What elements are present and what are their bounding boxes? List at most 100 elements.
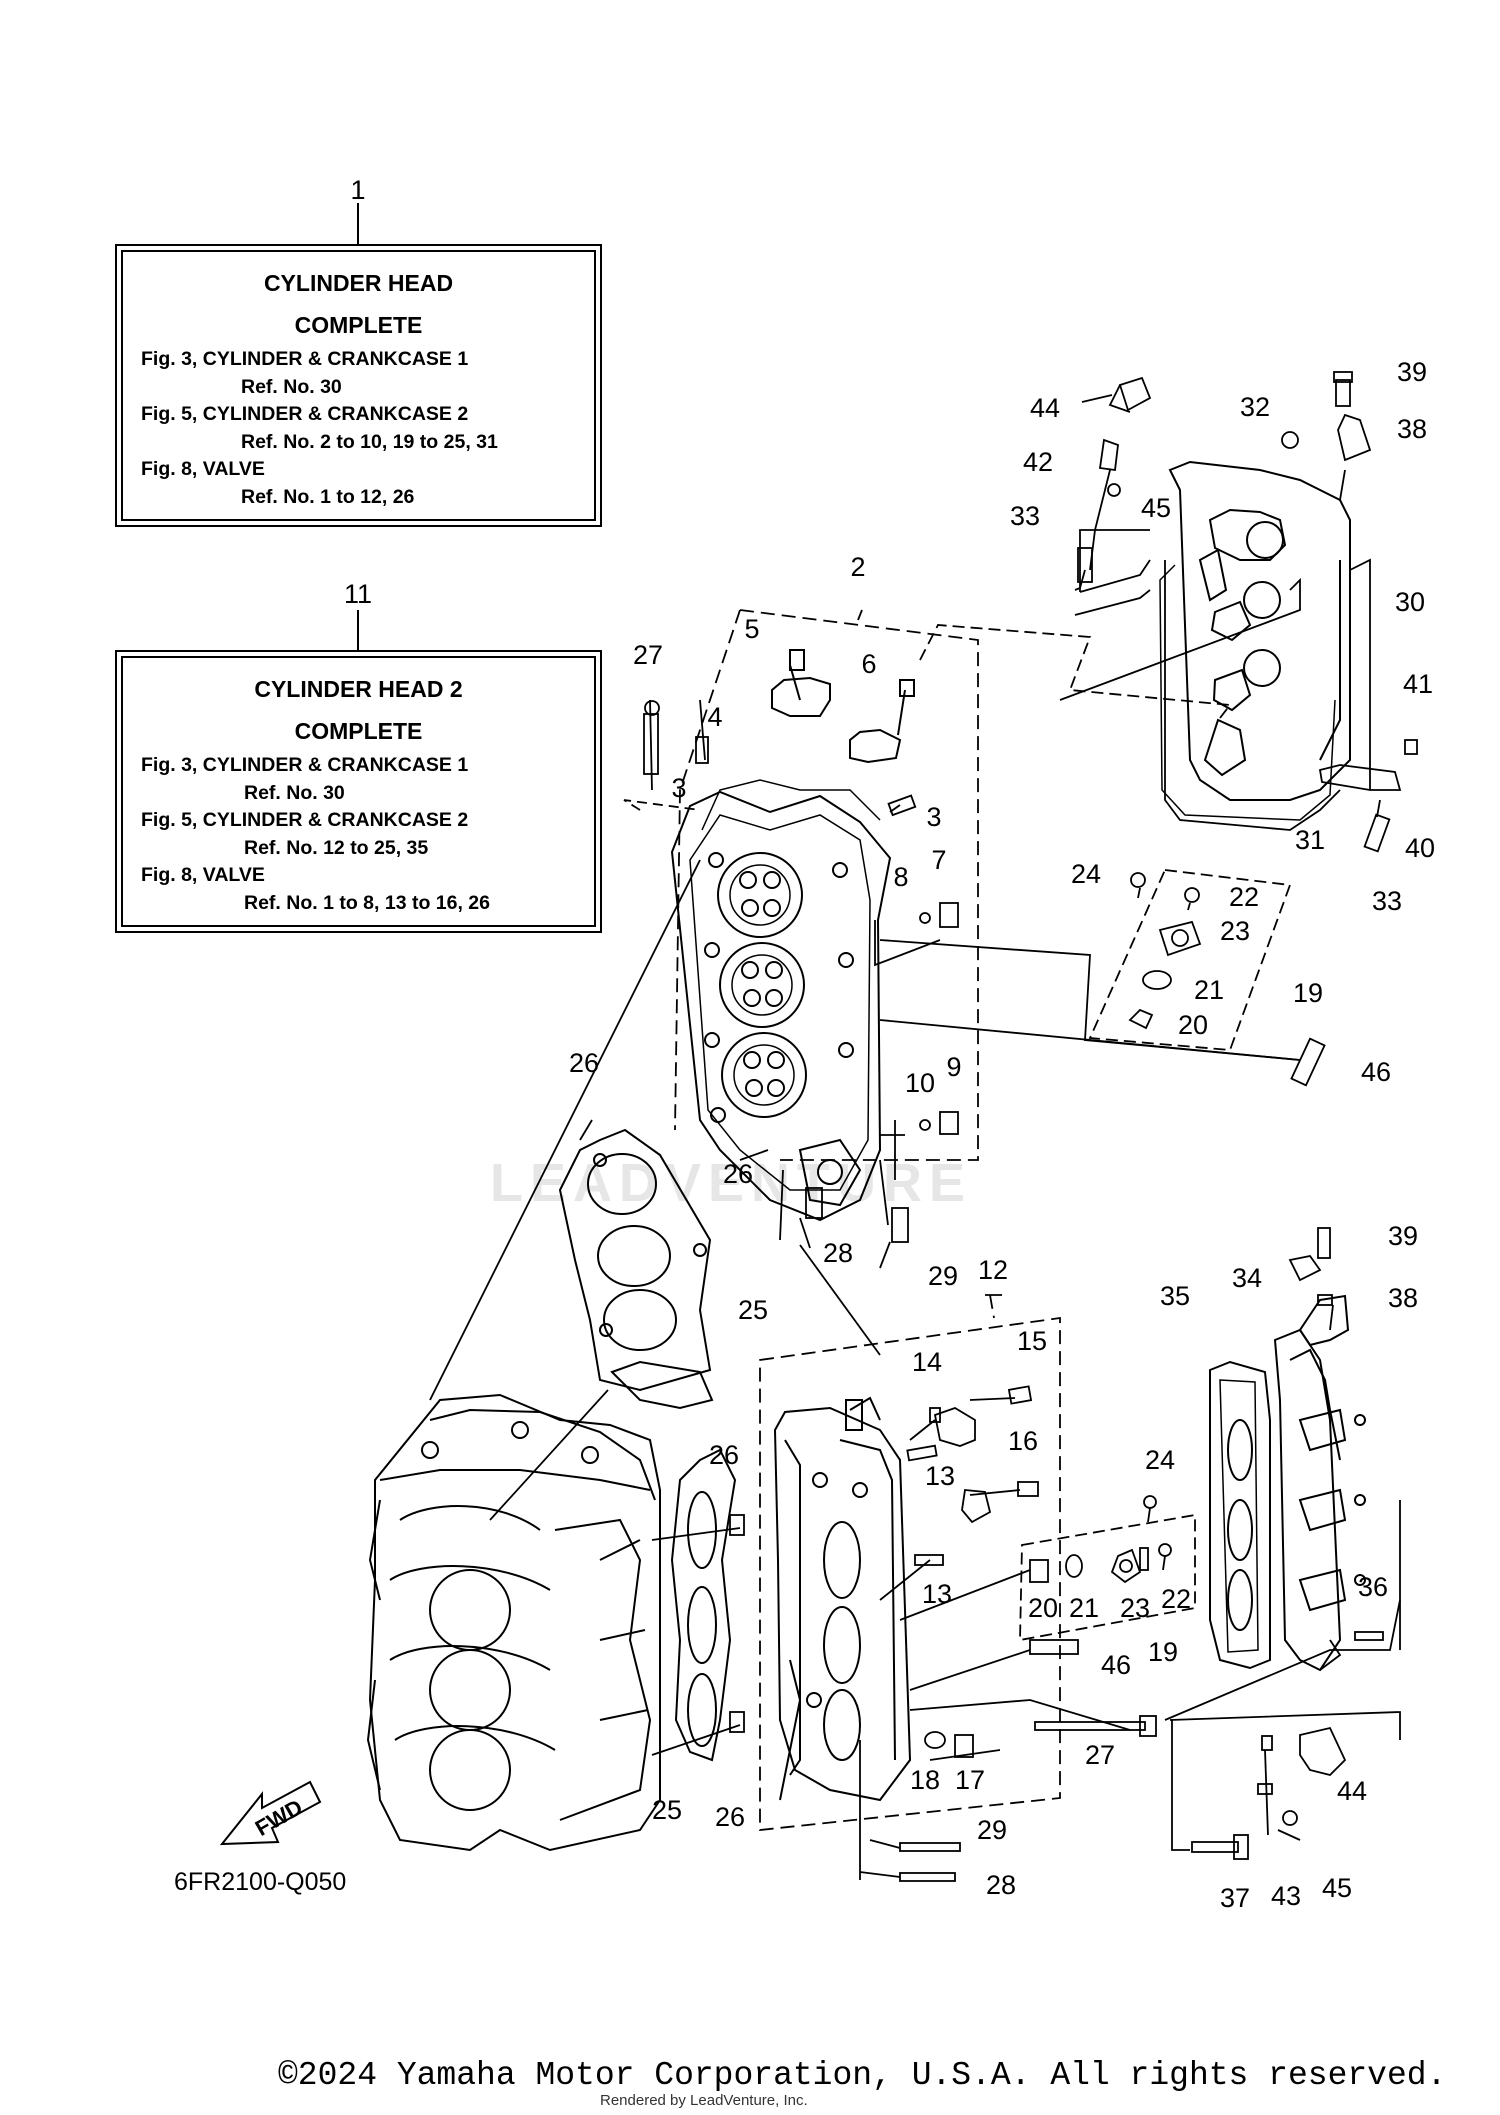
callout: 10 [904,1068,936,1098]
callout: 30 [1394,587,1426,617]
callout: 36 [1357,1572,1389,1602]
info-box-line: Ref. No. 30 [241,375,342,398]
callout: 45 [1140,493,1172,523]
callout: 44 [1336,1776,1368,1806]
head-gasket-lower [670,1448,737,1762]
callout: 21 [1068,1593,1100,1623]
callout: 22 [1160,1584,1192,1614]
callout: 6 [861,649,877,679]
info-box-line: Fig. 3, CYLINDER & CRANKCASE 1 [141,348,469,370]
info-box-line: Fig. 5, CYLINDER & CRANKCASE 2 [141,403,469,425]
callout: 22 [1228,882,1260,912]
callout: 12 [977,1255,1009,1285]
callout-ref-1: 1 [350,175,366,205]
copyright-notice: ©2024 Yamaha Motor Corporation, U.S.A. A… [278,2057,1447,2094]
info-box-subtitle: COMPLETE [294,312,423,338]
callout: 38 [1396,414,1428,444]
info-box-cylinder-head-2: CYLINDER HEAD 2 COMPLETE Fig. 3, CYLINDE… [115,650,602,933]
callout: 26 [722,1159,754,1189]
callout: 38 [1387,1283,1419,1313]
callout: 18 [909,1765,941,1795]
callout: 15 [1016,1326,1048,1356]
callout: 46 [1360,1057,1392,1087]
callout: 46 [1100,1650,1132,1680]
cylinder-head-upper [670,649,915,1222]
info-box-line: Ref. No. 12 to 25, 35 [244,836,429,859]
rendered-by-credit: Rendered by LeadVenture, Inc. [600,2092,808,2109]
callout: 42 [1022,447,1054,477]
callout: 43 [1270,1881,1302,1911]
callout: 39 [1396,357,1428,387]
cylinder-head-lower [773,1396,912,1802]
callout: 24 [1144,1445,1176,1475]
callout: 29 [927,1261,959,1291]
info-box-title: CYLINDER HEAD 2 [254,676,463,702]
info-box-line: Ref. No. 1 to 12, 26 [241,485,415,508]
cylinder-block [366,1393,661,1852]
cylinder-head-cover-upper [1159,460,1351,831]
callout: 32 [1239,392,1271,422]
callout: 4 [707,702,723,732]
fwd-arrow-icon [219,1780,322,1846]
cylinder-head-cover-lower [1209,1294,1366,1672]
callout: 45 [1321,1873,1353,1903]
callout: 19 [1292,978,1324,1008]
callout: 25 [651,1795,683,1825]
group-box-12 [759,1294,1061,1832]
callout: 3 [671,773,687,803]
callout: 23 [1119,1593,1151,1623]
callout: 21 [1193,975,1225,1005]
callout: 41 [1402,669,1434,699]
callout: 26 [708,1440,740,1470]
callout: 40 [1404,833,1436,863]
callout: 20 [1027,1593,1059,1623]
callout: 20 [1177,1010,1209,1040]
callout: 24 [1070,859,1102,889]
info-box-line: Fig. 5, CYLINDER & CRANKCASE 2 [141,809,469,831]
callout: 23 [1219,916,1251,946]
callout: 19 [1147,1637,1179,1667]
callout: 25 [737,1295,769,1325]
callout: 33 [1371,886,1403,916]
info-box-line: Ref. No. 1 to 8, 13 to 16, 26 [244,891,490,914]
info-box-line: Ref. No. 2 to 10, 19 to 25, 31 [241,430,498,453]
info-box-line: Fig. 3, CYLINDER & CRANKCASE 1 [141,754,469,776]
callout: 26 [714,1802,746,1832]
callout: 13 [921,1579,953,1609]
callout: 28 [822,1238,854,1268]
callout: 26 [568,1048,600,1078]
info-box-subtitle: COMPLETE [294,718,423,744]
info-box-title: CYLINDER HEAD [263,270,454,296]
callout: 34 [1231,1263,1263,1293]
callout: 27 [632,640,664,670]
callout: 8 [893,862,909,892]
callout: 17 [954,1765,986,1795]
callout: 14 [911,1347,943,1377]
callout: 7 [931,845,947,875]
callout: 2 [850,552,866,582]
group-box-19-upper [1088,869,1292,1051]
info-box-line: Ref. No. 30 [244,781,345,804]
callout: 37 [1219,1883,1251,1913]
head-gasket-upper [558,1128,714,1410]
info-box-line: Fig. 8, VALVE [141,864,265,886]
info-box-line: Fig. 8, VALVE [141,458,265,480]
drawing-code: 6FR2100-Q050 [174,1868,347,1896]
callout: 5 [744,614,760,644]
callout: 13 [924,1461,956,1491]
callout: 9 [946,1052,962,1082]
group-box-2 [674,609,979,1161]
callout: 31 [1294,825,1326,855]
info-box-cylinder-head: CYLINDER HEAD COMPLETE Fig. 3, CYLINDER … [115,244,602,527]
callout: 16 [1007,1426,1039,1456]
callout: 44 [1029,393,1061,423]
callout: 28 [985,1870,1017,1900]
callout: 3 [926,802,942,832]
group-box-19-lower [1019,1513,1196,1642]
callout: 33 [1009,501,1041,531]
callout: 35 [1159,1281,1191,1311]
callout: 29 [976,1815,1008,1845]
callout: 39 [1387,1221,1419,1251]
callout: 27 [1084,1740,1116,1770]
